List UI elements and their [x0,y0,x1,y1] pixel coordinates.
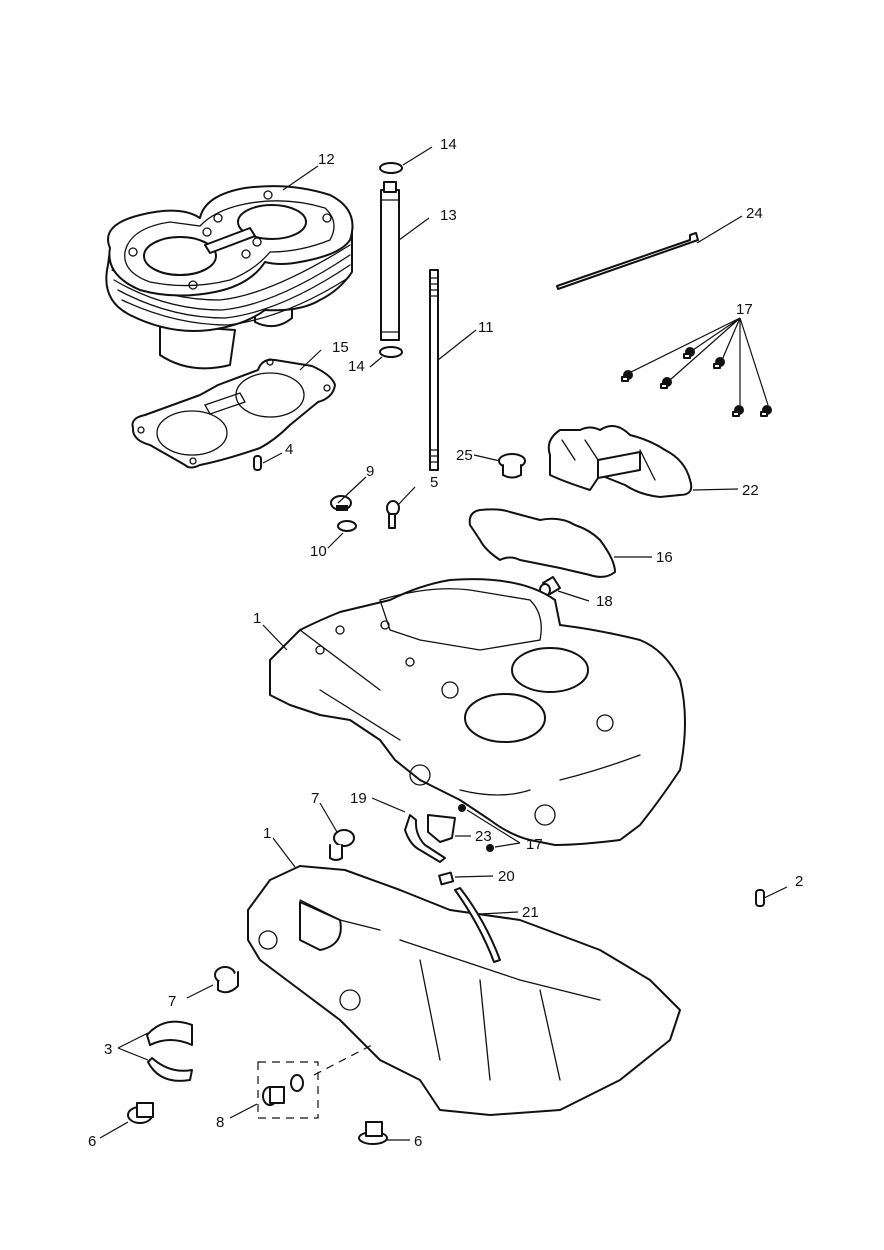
callout-9: 9 [366,463,374,480]
callout-25: 25 [456,447,473,464]
bush-7a[interactable] [329,829,355,861]
callout-23: 23 [475,828,492,845]
callout-16: 16 [656,549,673,566]
callout-1-upper: 1 [253,610,261,627]
callout-8: 8 [216,1114,224,1131]
callout-5: 5 [430,474,438,491]
breather-pipe-19[interactable] [404,814,446,863]
callout-21: 21 [522,904,539,921]
cylinder-base-gasket[interactable] [131,358,336,469]
callout-3: 3 [104,1041,112,1058]
bush-7b[interactable] [214,966,239,994]
gasket-16[interactable] [468,508,616,578]
callout-13: 13 [440,207,457,224]
o-ring-top[interactable] [379,162,403,174]
callout-4: 4 [285,441,293,458]
banjo-bolt-5[interactable] [386,500,400,529]
oil-pipe-21[interactable] [454,887,501,963]
callout-19: 19 [350,790,367,807]
callout-12: 12 [318,151,335,168]
leader-lines [99,146,788,1141]
callout-11: 11 [478,319,494,336]
drain-plug-6a[interactable] [127,1102,154,1124]
callout-7-lower: 7 [168,993,176,1010]
screws-17[interactable] [621,347,772,417]
callout-14-bottom: 14 [348,358,365,375]
stud[interactable] [429,269,439,471]
callout-17-top: 17 [736,301,753,318]
cylinder-block[interactable] [105,185,354,370]
grub-screw-20[interactable] [438,871,455,886]
callout-10: 10 [310,543,327,560]
dowel-2[interactable] [755,889,765,907]
washer-10[interactable] [337,520,357,532]
callout-1-lower: 1 [263,825,271,842]
callout-15: 15 [332,339,349,356]
callout-7-upper: 7 [311,790,319,807]
screws-17-lower[interactable] [458,804,494,852]
main-bearing-shells[interactable] [146,1020,193,1082]
plug-and-washer-8[interactable] [257,1044,373,1119]
drain-plug-6b[interactable] [358,1121,388,1145]
dowel-4[interactable] [253,455,262,471]
upper-crankcase[interactable] [269,578,686,846]
callout-22: 22 [742,482,759,499]
callout-6-left: 6 [88,1133,96,1150]
tube[interactable] [380,181,400,341]
plug-9[interactable] [330,495,352,511]
callout-6-right: 6 [414,1133,422,1150]
fitting-18[interactable] [539,576,561,597]
callout-17-lower: 17 [526,836,543,853]
cover-plate[interactable] [547,425,693,498]
o-ring-bottom[interactable] [379,346,403,358]
blanking-plug[interactable] [498,453,526,479]
dipstick[interactable] [556,232,699,290]
callout-labels: 12 14 13 24 11 15 14 4 9 5 10 25 22 16 1… [88,136,803,1150]
callout-18: 18 [596,593,613,610]
callout-14-top: 14 [440,136,457,153]
callout-24: 24 [746,205,763,222]
callout-2: 2 [795,873,803,890]
bracket-23[interactable] [427,814,456,843]
lower-crankcase[interactable] [247,865,681,1116]
callout-20: 20 [498,868,515,885]
